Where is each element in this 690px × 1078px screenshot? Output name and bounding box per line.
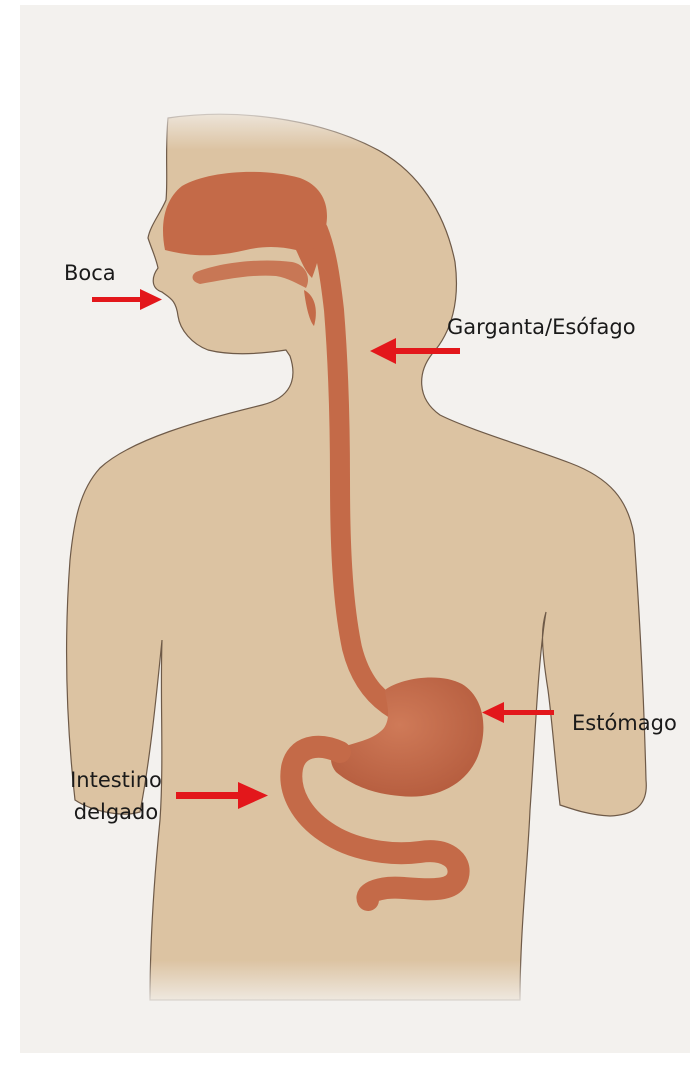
label-stomach: Estómago — [572, 707, 677, 739]
bottom-fade — [20, 960, 690, 1010]
label-small-intestine-line1: Intestino — [56, 764, 176, 796]
label-small-intestine: Intestino delgado — [56, 764, 176, 828]
label-small-intestine-line2: delgado — [56, 796, 176, 828]
top-fade — [20, 100, 690, 150]
label-throat-esophagus: Garganta/Esófago — [447, 311, 636, 343]
label-mouth: Boca — [64, 257, 116, 289]
